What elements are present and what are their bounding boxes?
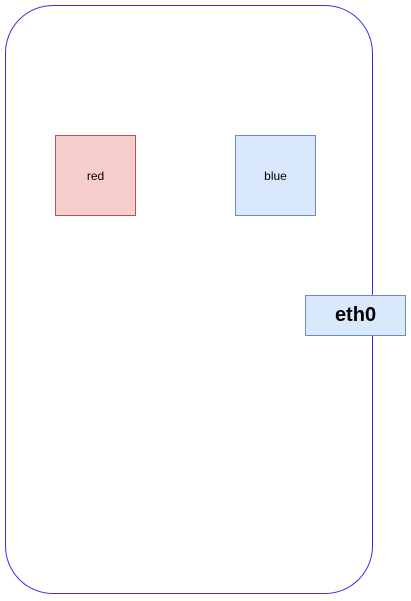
eth0-interface[interactable]: eth0 bbox=[305, 295, 406, 336]
eth0-interface-label: eth0 bbox=[334, 304, 377, 326]
blue-node[interactable]: blue bbox=[235, 135, 316, 216]
blue-node-label: blue bbox=[264, 168, 287, 183]
red-node-label: red bbox=[86, 168, 105, 183]
red-node[interactable]: red bbox=[55, 135, 136, 216]
